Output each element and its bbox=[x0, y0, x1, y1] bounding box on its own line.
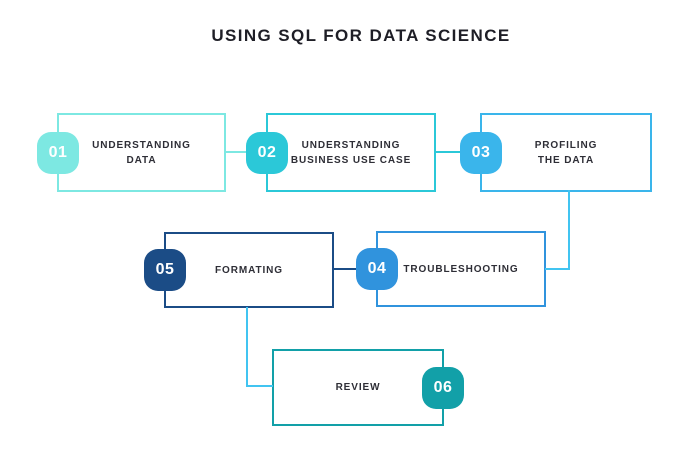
step-05-box: 05 FORMATING bbox=[144, 232, 334, 308]
step-01-box: 01 UNDERSTANDING DATA bbox=[37, 113, 226, 192]
step-02-badge: 02 bbox=[246, 131, 288, 174]
step-05-label: FORMATING bbox=[215, 264, 283, 276]
step-06-box: 06 REVIEW bbox=[272, 349, 464, 426]
step-03-label: PROFILING THE DATA bbox=[534, 139, 598, 166]
step-02-label: UNDERSTANDING BUSINESS USE CASE bbox=[290, 139, 412, 166]
connector-step5-step6-vertical bbox=[246, 307, 248, 387]
connector-step3-step4-horizontal bbox=[545, 268, 570, 270]
page-title: USING SQL FOR DATA SCIENCE bbox=[211, 26, 511, 45]
step-06-label: REVIEW bbox=[335, 382, 381, 393]
step-01-badge: 01 bbox=[37, 131, 79, 174]
step-01-label: UNDERSTANDING DATA bbox=[92, 139, 191, 166]
connector-step2-step3 bbox=[435, 151, 480, 153]
step-02-box: 02 UNDERSTANDING BUSINESS USE CASE bbox=[246, 113, 436, 192]
step-04-badge: 04 bbox=[356, 248, 398, 290]
step-05-badge: 05 bbox=[144, 249, 186, 291]
connector-step3-step4-vertical bbox=[568, 190, 570, 270]
step-06-badge: 06 bbox=[422, 366, 464, 409]
step-03-badge: 03 bbox=[460, 131, 502, 174]
connector-step5-step6-horizontal bbox=[246, 385, 273, 387]
connector-step5-step4 bbox=[333, 268, 377, 270]
step-03-box: 03 PROFILING THE DATA bbox=[460, 113, 652, 192]
step-04-label: TROUBLESHOOTING bbox=[403, 263, 519, 275]
step-04-box: 04 TROUBLESHOOTING bbox=[356, 231, 546, 307]
